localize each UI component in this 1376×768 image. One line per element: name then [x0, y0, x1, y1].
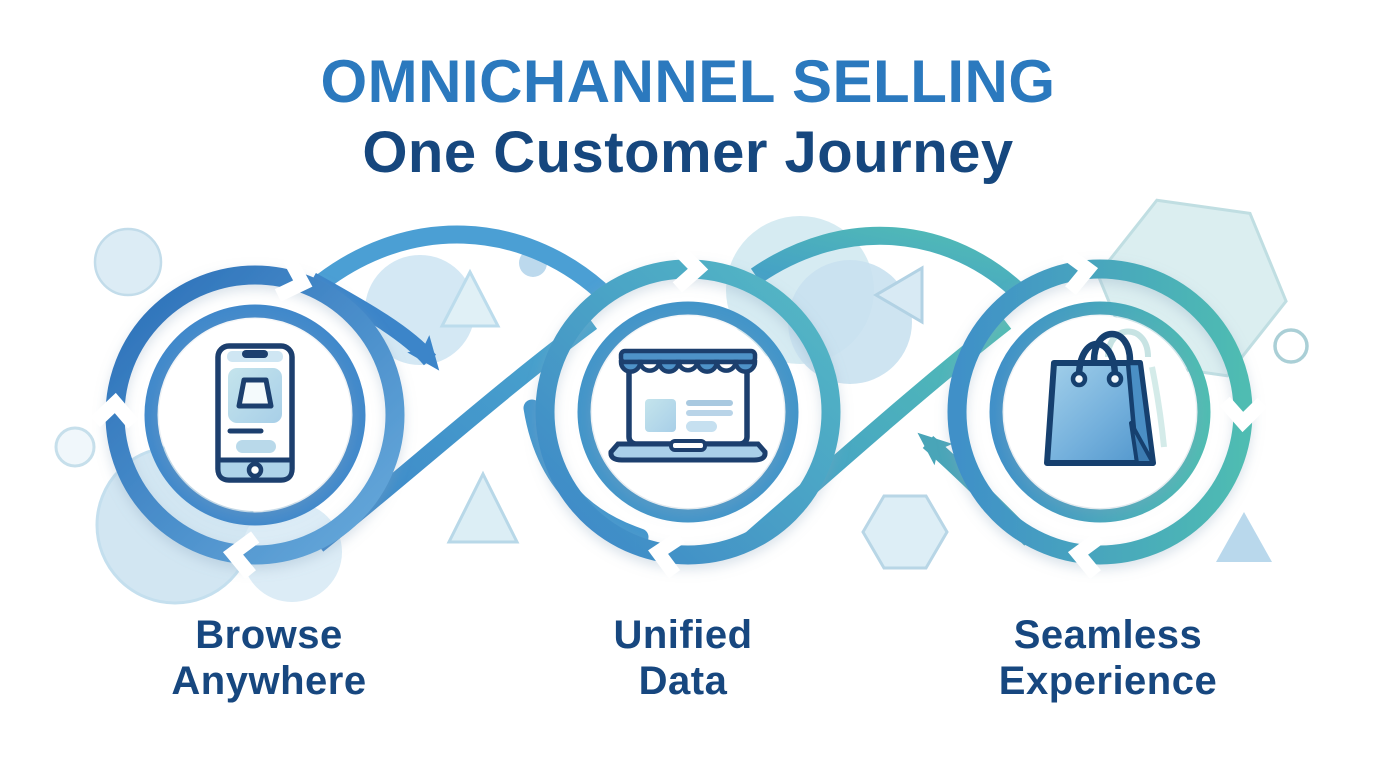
node-label-line: Seamless	[1013, 613, 1203, 657]
node-label-line: Experience	[998, 659, 1218, 704]
flow-ribbon-top-2	[750, 226, 1029, 302]
deco-triangle-left	[873, 265, 924, 325]
node-label-line: Unified	[613, 613, 753, 657]
inner-ring	[144, 304, 366, 526]
node-label-line: Data	[638, 659, 728, 704]
node-label-browse-anywhere: Browse Anywhere	[171, 612, 366, 705]
node-label-line: Browse	[195, 613, 343, 657]
deco-hexagon	[861, 494, 949, 570]
shopping-bag-icon	[1044, 328, 1167, 466]
deco-triangle	[439, 268, 501, 328]
deco-circle-outline	[1273, 328, 1309, 364]
deco-triangle	[446, 470, 520, 544]
awning-scallops	[618, 359, 758, 374]
node-unified-data	[535, 249, 841, 574]
title-block: OMNICHANNEL SELLING One Customer Journey	[0, 50, 1376, 183]
smartphone-shopping-icon	[215, 343, 295, 483]
node-label-unified-data: Unified Data	[613, 612, 752, 705]
page-title: OMNICHANNEL SELLING	[320, 48, 1056, 115]
node-label-seamless-experience: Seamless Experience	[999, 612, 1217, 705]
laptop-storefront-icon	[608, 348, 768, 463]
node-browse-anywhere	[95, 259, 405, 574]
outer-ring	[105, 265, 405, 565]
deco-triangle-solid	[1216, 512, 1272, 562]
node-seamless-experience	[947, 251, 1263, 575]
flow-ribbon-top-1	[316, 225, 606, 297]
page-subtitle: One Customer Journey	[362, 119, 1014, 185]
deco-circle	[93, 227, 163, 297]
inner-ring	[577, 301, 799, 523]
node-label-line: Anywhere	[171, 659, 367, 704]
inner-ring	[989, 301, 1211, 523]
deco-circle-outline	[54, 426, 96, 468]
